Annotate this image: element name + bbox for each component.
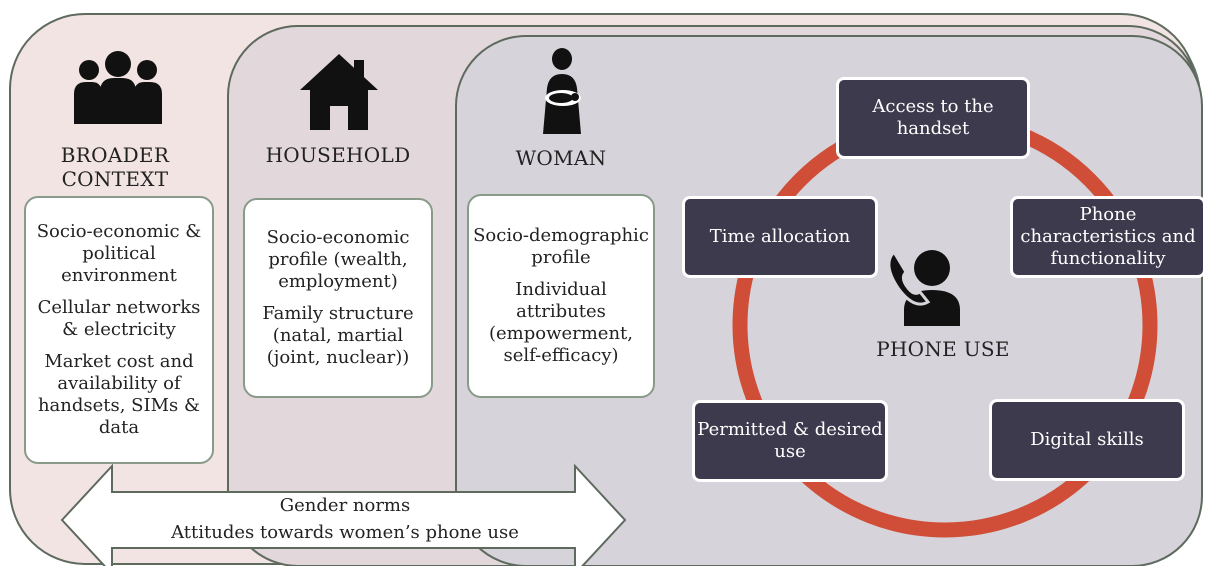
group-of-people-icon: [74, 51, 162, 124]
woman-item: Individual attributes (empowerment, self…: [488, 279, 634, 366]
woman-box: Socio-demographic profile Individual att…: [467, 194, 655, 398]
access-to-handset-node: Access to the handset: [836, 77, 1030, 159]
permitted-desired-use-node: Permitted & desired use: [692, 400, 888, 482]
time-allocation-node: Time allocation: [682, 196, 878, 278]
household-item: Family structure (natal, martial (joint,…: [262, 303, 414, 368]
house-icon: [300, 54, 378, 130]
broader-context-title: BROADER CONTEXT: [20, 143, 210, 191]
broader-item: Cellular networks & electricity: [37, 297, 201, 340]
woman-title: WOMAN: [515, 146, 607, 170]
attitudes-label: Attitudes towards women’s phone use: [171, 522, 519, 543]
person-on-phone-icon: [887, 249, 960, 326]
household-item: Socio-economic profile (wealth, employme…: [266, 227, 410, 292]
broader-context-title-line2: CONTEXT: [61, 167, 169, 191]
phone-characteristics-node: Phone characteristics and functionality: [1010, 196, 1206, 278]
woman-with-baby-icon: [543, 48, 581, 134]
gender-norms-label: Gender norms: [279, 495, 411, 516]
broader-item: Socio-economic & political environment: [36, 221, 202, 286]
broader-context-box: Socio-economic & political environment C…: [24, 196, 214, 464]
household-box: Socio-economic profile (wealth, employme…: [243, 198, 433, 398]
gender-norms-double-arrow: [60, 463, 627, 566]
broader-context-title-line1: BROADER: [60, 143, 170, 167]
broader-item: Market cost and availability of handsets…: [37, 351, 201, 438]
household-title: HOUSEHOLD: [265, 143, 411, 167]
digital-skills-node: Digital skills: [989, 399, 1185, 481]
woman-item: Socio-demographic profile: [473, 225, 649, 268]
phone-use-label: PHONE USE: [876, 337, 1010, 361]
